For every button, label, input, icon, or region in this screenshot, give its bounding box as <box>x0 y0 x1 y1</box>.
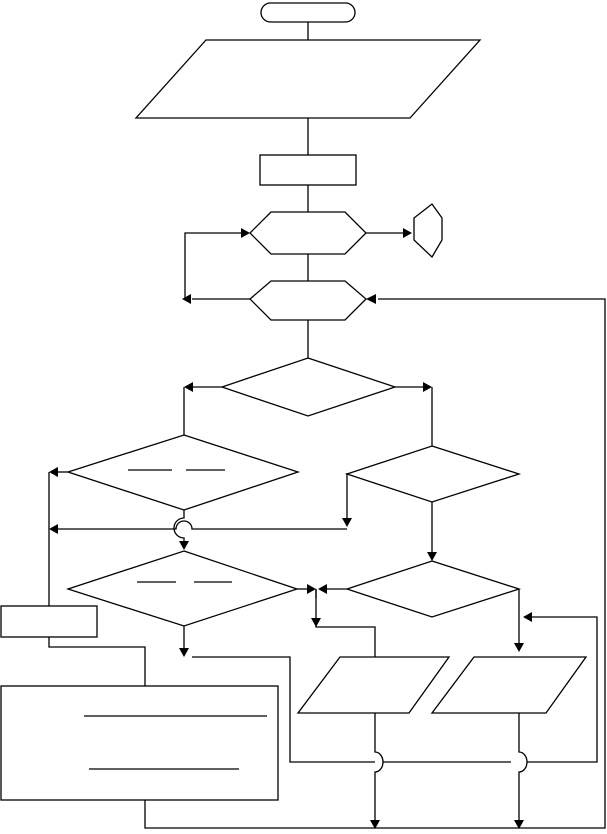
arrow-join-from-right <box>318 584 327 594</box>
output-block <box>0 685 279 801</box>
arrowheads <box>49 228 532 829</box>
connector-merge-horizontal <box>58 520 347 530</box>
arrow-to-join-down <box>311 618 321 627</box>
input-parallelogram <box>134 39 482 119</box>
arrow-decision1-left <box>184 382 193 392</box>
arrow-io2-bottom <box>370 820 380 829</box>
decision-diamond-5 <box>344 560 522 618</box>
start-terminator <box>260 2 356 23</box>
arrow-right-return-io3 <box>523 612 532 622</box>
arrow-decision2-left <box>49 467 58 477</box>
connector-route-to-right <box>527 616 598 763</box>
connector-io2-to-bottom <box>374 713 384 820</box>
arrow-to-io3-top <box>514 643 524 652</box>
arrow-loop2-left <box>182 294 191 304</box>
connector-decision4-route <box>192 656 375 763</box>
arrow-merge-left <box>49 524 58 534</box>
decision-diamond-3 <box>344 445 522 503</box>
io-parallelogram-3 <box>430 656 588 714</box>
arrow-join-from-left <box>307 584 316 594</box>
io-parallelogram-2 <box>296 656 451 714</box>
decision-diamond-1 <box>219 357 398 417</box>
shapes <box>0 2 588 801</box>
offpage-connector <box>413 203 443 259</box>
process-rectangle-2 <box>0 605 98 638</box>
connector-process2-to-output <box>48 637 146 686</box>
connector-lines <box>48 22 606 829</box>
connector-join-to-io2 <box>315 589 376 657</box>
arrow-decision3-left-down <box>342 518 352 527</box>
arrow-to-loop2-right <box>366 294 376 304</box>
connector-main-return <box>378 298 606 829</box>
connector-loop2-back-to-loop1 <box>184 232 242 299</box>
connector-output-to-bottom <box>144 800 597 829</box>
loop-hexagon-1 <box>249 211 367 255</box>
arrow-decision4-bottom <box>179 648 189 657</box>
arrow-to-decision5 <box>427 552 437 561</box>
decision-diamond-2 <box>65 434 301 511</box>
arrow-decision1-right <box>423 382 432 392</box>
arrow-to-decision4 <box>179 541 189 550</box>
arrow-to-offpage <box>403 228 412 238</box>
process-rectangle <box>259 154 357 186</box>
arrow-io3-bottom <box>514 820 524 829</box>
arrow-to-loop1-left <box>241 228 250 238</box>
connector-decision2-to-decision4 <box>173 510 185 541</box>
decision-diamond-4 <box>65 550 300 627</box>
connector-io3-to-bottom <box>518 713 528 820</box>
loop-hexagon-2 <box>249 280 367 321</box>
